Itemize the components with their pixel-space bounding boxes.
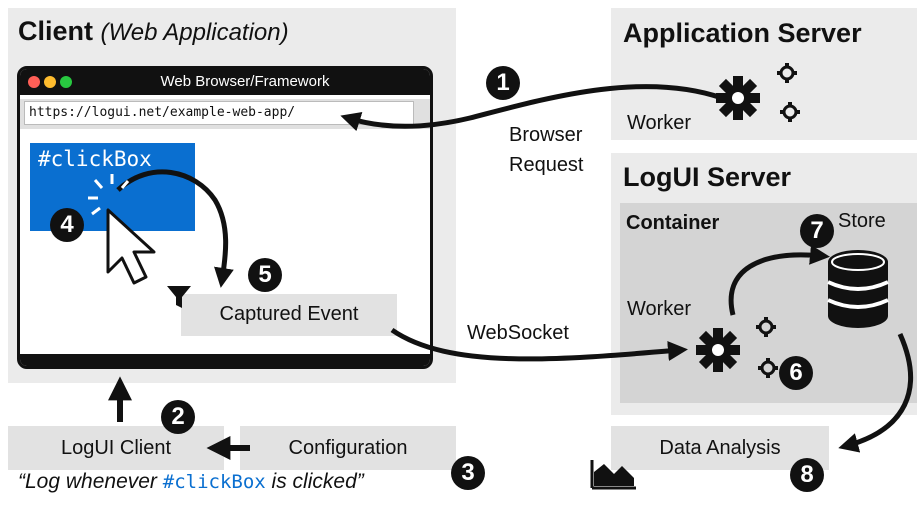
browser-bottom-bar bbox=[20, 354, 430, 366]
logui-server-title: LogUI Server bbox=[623, 162, 792, 192]
step-6-badge: 6 bbox=[779, 356, 813, 390]
minimize-dot-icon[interactable] bbox=[44, 76, 56, 88]
browser-title: Web Browser/Framework bbox=[160, 73, 330, 90]
maximize-dot-icon[interactable] bbox=[60, 76, 72, 88]
captured-event-box: Captured Event bbox=[181, 294, 397, 336]
cursor-arrow-icon bbox=[106, 208, 156, 285]
application-server-title: Application Server bbox=[623, 18, 862, 48]
websocket-label: WebSocket bbox=[467, 322, 569, 344]
browser-request-arrow bbox=[340, 84, 723, 132]
client-title-text: Client bbox=[18, 16, 94, 46]
worker-to-store-arrow bbox=[728, 244, 830, 316]
data-analysis-box: Data Analysis bbox=[611, 426, 829, 470]
step-4-badge: 4 bbox=[50, 208, 84, 242]
step-7-badge: 7 bbox=[800, 214, 834, 248]
application-server-panel bbox=[611, 8, 917, 140]
websocket-arrow bbox=[390, 327, 688, 362]
step-8-badge: 8 bbox=[790, 458, 824, 492]
quote-before: “Log whenever bbox=[18, 470, 163, 493]
browser-title-bar: Web Browser/Framework bbox=[20, 69, 430, 95]
step-2-badge: 2 bbox=[161, 400, 195, 434]
logui-worker-gears-icon bbox=[696, 315, 780, 380]
click-to-event-arrow bbox=[116, 169, 234, 288]
click-box-label: #clickBox bbox=[38, 147, 152, 171]
browser-request-label-1: Browser bbox=[509, 124, 583, 146]
funnel-icon bbox=[167, 286, 191, 308]
quote-after: is clicked” bbox=[265, 470, 364, 493]
browser-request-label-2: Request bbox=[509, 154, 584, 176]
client-subtitle: (Web Application) bbox=[100, 19, 289, 46]
app-server-gears-icon bbox=[716, 61, 802, 124]
logui-worker-label: Worker bbox=[627, 298, 692, 320]
client-title: Client (Web Application) bbox=[18, 16, 289, 47]
configuration-box: Configuration bbox=[240, 426, 456, 470]
app-worker-label: Worker bbox=[627, 112, 692, 134]
configuration-quote: “Log whenever #clickBox is clicked” bbox=[18, 470, 364, 494]
logui-client-box: LogUI Client bbox=[8, 426, 224, 470]
container-title: Container bbox=[626, 212, 720, 234]
store-to-analysis-arrow bbox=[838, 332, 913, 453]
step-3-badge: 3 bbox=[451, 456, 485, 490]
store-database-icon bbox=[827, 250, 889, 328]
step-1-badge: 1 bbox=[486, 66, 520, 100]
area-chart-icon bbox=[590, 460, 636, 490]
quote-code: #clickBox bbox=[162, 471, 266, 493]
step-5-badge: 5 bbox=[248, 258, 282, 292]
store-label: Store bbox=[838, 210, 886, 232]
close-dot-icon[interactable] bbox=[28, 76, 40, 88]
click-burst-icon bbox=[88, 174, 130, 216]
